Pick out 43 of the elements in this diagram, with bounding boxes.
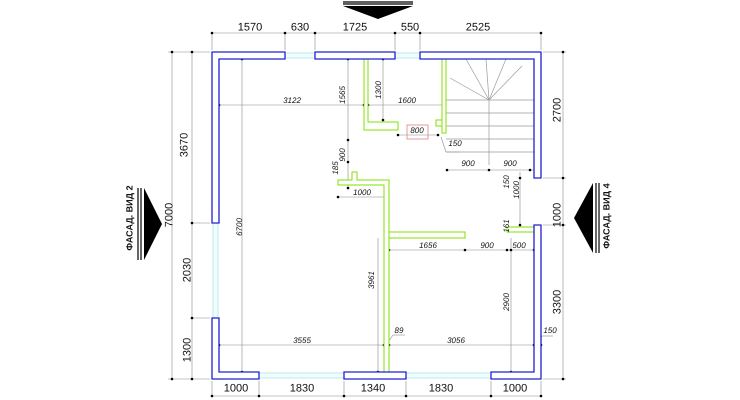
dimension-label: 150 <box>503 175 511 189</box>
dimension-label: 1600 <box>398 97 416 105</box>
dimension-label: 3961 <box>368 271 376 289</box>
dimension-label: 2900 <box>503 293 511 311</box>
dimension-label: 900 <box>461 160 475 168</box>
dimension-label: 1000 <box>502 384 528 394</box>
dimension-label: 1830 <box>428 384 454 394</box>
dimension-label: 1000 <box>224 384 248 394</box>
dimension-label: 1000 <box>513 181 521 199</box>
dimension-label: 161 <box>503 219 511 233</box>
dimension-label: 6700 <box>236 218 244 236</box>
dimension-label: 1565 <box>339 86 347 104</box>
dimension-label: 3122 <box>283 97 301 105</box>
view-label: ФАСАД. ВИД 4 <box>602 183 612 249</box>
dimension-label: 3670 <box>180 132 190 158</box>
view-label: ФАСАД. ВИД 2 <box>126 185 134 251</box>
dimension-label: 2525 <box>466 22 490 34</box>
dimension-label: 630 <box>290 22 310 34</box>
dimension-label: 1656 <box>419 242 437 250</box>
dimension-label: 3555 <box>293 337 311 345</box>
dimension-label: 1300 <box>375 81 383 99</box>
dimension-label: 900 <box>480 242 494 250</box>
dimension-label: 150 <box>543 327 557 335</box>
dimension-label: 1300 <box>182 338 194 362</box>
dimension-label: 3300 <box>552 290 564 314</box>
dimension-label: 3056 <box>447 337 465 345</box>
dimension-label: 2030 <box>182 258 194 282</box>
dimension-label: 900 <box>503 160 517 168</box>
dimension-label: 1000 <box>353 189 371 197</box>
dimension-label: 1340 <box>360 384 386 394</box>
dimension-label: 550 <box>400 22 420 34</box>
dimension-label: 1830 <box>290 384 314 394</box>
dimension-label: 185 <box>332 161 340 175</box>
dimension-label: 900 <box>339 148 347 162</box>
dimension-label: 89 <box>394 327 404 335</box>
dimension-label: 150 <box>448 140 462 148</box>
dimension-label: 2700 <box>552 98 564 122</box>
dimension-label: 500 <box>512 242 526 250</box>
dimension-label: 1725 <box>342 22 368 34</box>
dimension-label: 7000 <box>164 202 176 228</box>
dimension-label: 1000 <box>552 202 564 228</box>
dimension-label: 800 <box>410 127 424 135</box>
dimension-label: 1570 <box>238 22 262 34</box>
